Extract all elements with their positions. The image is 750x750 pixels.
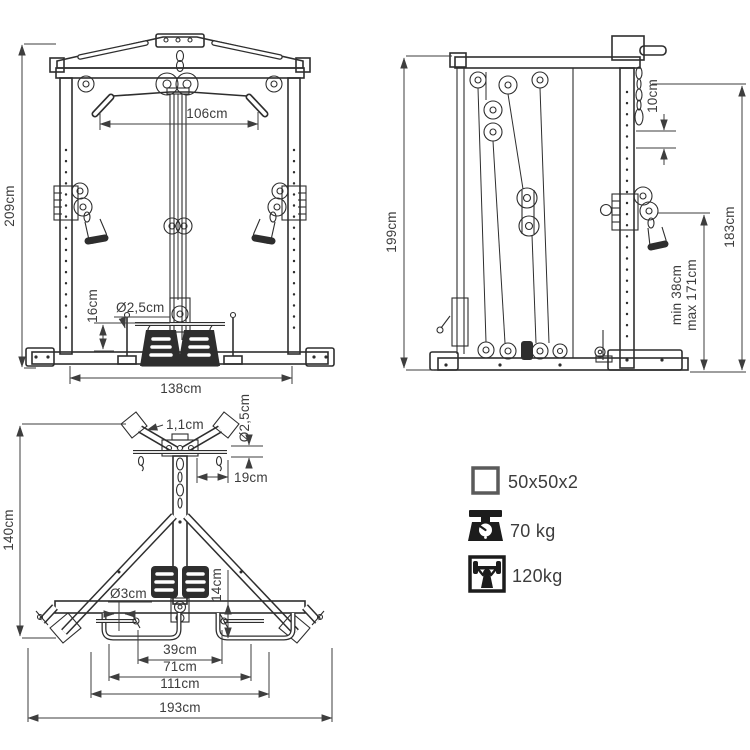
top-view: 140cm 1,1cm Ø2,5cm 19cm Ø3cm 14cm 39cm <box>1 394 333 722</box>
side-view: 199cm 183cm 10cm min 38cm max 171cm <box>384 35 746 373</box>
side-carriage <box>599 186 669 251</box>
dim-top-width-mid: 71cm <box>163 659 197 674</box>
legend-tube-profile-label: 50x50x2 <box>508 472 578 492</box>
top-column <box>172 455 188 605</box>
side-base-bolts <box>444 358 664 367</box>
side-cables <box>477 72 550 344</box>
side-chain <box>634 66 644 126</box>
side-rods <box>436 68 613 363</box>
front-frame <box>25 33 335 367</box>
legend-max-load-label: 120kg <box>512 566 563 586</box>
dim-top-arm-thickness: 1,1cm <box>166 417 204 432</box>
front-dimensions: 209cm 106cm Ø2,5cm 16cm 138cm <box>2 43 293 396</box>
legend-weight-label: 70 kg <box>510 521 556 541</box>
max-load-icon <box>468 555 506 593</box>
left-carriage <box>53 182 109 245</box>
top-plate-bolts <box>163 37 193 43</box>
dim-top-hook-offset: 19cm <box>234 470 268 485</box>
top-dimensions: 140cm 1,1cm Ø2,5cm 19cm Ø3cm 14cm 39cm <box>1 394 333 722</box>
dim-top-foot-offset: 14cm <box>209 568 224 602</box>
tube-profile-icon <box>471 466 500 495</box>
dim-top-depth-frame: 140cm <box>1 509 16 551</box>
dim-side-hole-spacing: 10cm <box>645 79 660 113</box>
top-v-arms <box>120 411 240 457</box>
dim-front-total-height: 209cm <box>2 185 17 227</box>
bottom-assembly <box>34 311 328 367</box>
legend: 50x50x2 70 kg 120kg <box>468 466 578 593</box>
top-hook-bar <box>133 450 227 472</box>
dim-top-width-outer: 111cm <box>160 676 200 691</box>
side-frame <box>429 35 689 371</box>
side-pulleys <box>469 71 606 360</box>
dim-front-lat-bar: 106cm <box>186 106 228 121</box>
truss-slots <box>77 40 283 60</box>
lat-bar <box>91 91 269 118</box>
dim-front-peg-height: 16cm <box>85 289 100 323</box>
dim-top-total-depth: 193cm <box>159 700 201 715</box>
dim-side-upper-pulley-height: 183cm <box>722 206 737 248</box>
dim-side-carriage-min: min 38cm <box>669 265 684 325</box>
dim-front-base-width: 138cm <box>160 381 202 396</box>
dim-side-carriage-max: max 171cm <box>684 259 699 331</box>
dim-front-peg-dia: Ø2,5cm <box>116 300 164 315</box>
weight-scale-icon <box>468 510 503 541</box>
center-rails <box>166 87 191 340</box>
top-foot-tubes <box>96 613 296 641</box>
right-carriage <box>251 182 307 245</box>
dim-top-hook-dia: Ø2,5cm <box>237 394 252 442</box>
side-dimensions: 199cm 183cm 10cm min 38cm max 171cm <box>384 55 746 373</box>
dim-top-width-inner: 39cm <box>163 642 197 657</box>
dim-top-tube-dia: Ø3cm <box>110 586 147 601</box>
dim-side-total-height: 199cm <box>384 211 399 253</box>
front-view: 209cm 106cm Ø2,5cm 16cm 138cm <box>2 33 335 396</box>
